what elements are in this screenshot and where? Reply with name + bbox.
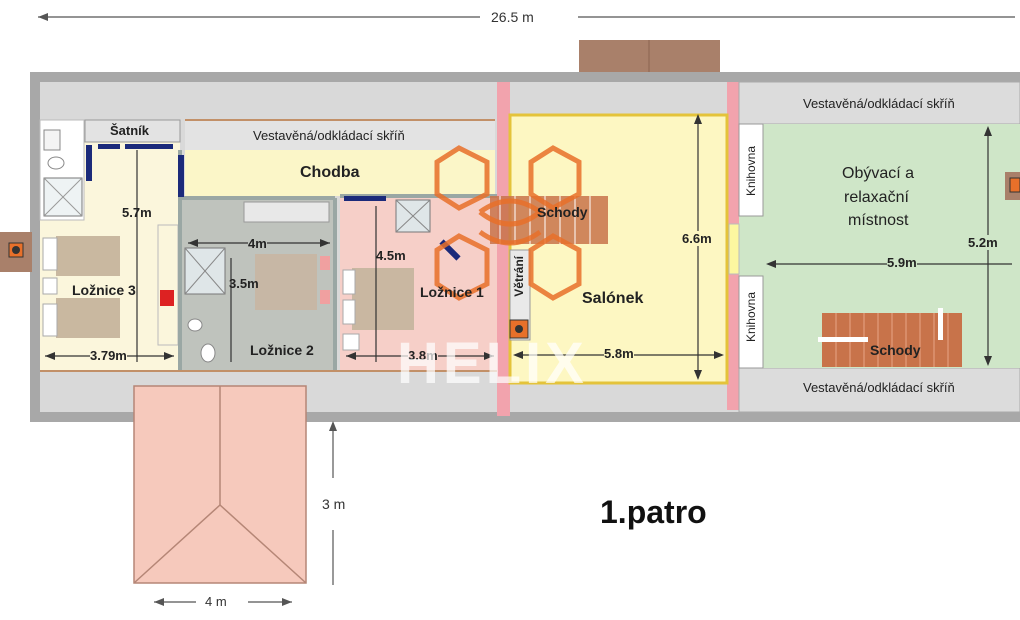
- room-label-salonek: Salónek: [582, 290, 644, 307]
- corridor-floor: [185, 150, 400, 196]
- room-label-schody-left: Schody: [537, 204, 588, 220]
- helix-logo-icon: [434, 145, 582, 301]
- dim-loznice3-depth: 5.7m: [122, 205, 152, 220]
- dim-salonek-width: 5.8m: [604, 346, 634, 361]
- room-label-loznice3: Ložnice 3: [72, 282, 136, 298]
- balcony-width-label: 4 m: [205, 594, 227, 609]
- room-label-satnik: Šatník: [110, 123, 150, 138]
- dim-obyvaci-width: 5.9m: [887, 255, 917, 270]
- overall-width-label: 26.5 m: [491, 9, 534, 25]
- dim-salonek-depth: 6.6m: [682, 231, 712, 246]
- dim-loznice1-depth: 4.5m: [376, 248, 406, 263]
- storage-label-right-top: Vestavěná/odkládací skříň: [803, 96, 955, 111]
- bookshelf-label-top: Knihovna: [744, 146, 758, 197]
- bookshelf-top: [738, 123, 764, 217]
- room-label-obyvaci-2: relaxační: [844, 189, 909, 206]
- bookshelf-label-bottom: Knihovna: [744, 292, 758, 343]
- dim-loznice3-width: 3.79m: [90, 348, 127, 363]
- dim-loznice1-width: 3.8m: [408, 348, 438, 363]
- room-label-loznice1: Ložnice 1: [420, 284, 484, 300]
- dim-obyvaci-depth: 5.2m: [968, 235, 998, 250]
- room-label-vetrani: Větrání: [512, 256, 526, 297]
- room-label-loznice2: Ložnice 2: [250, 342, 314, 358]
- room-label-chodba: Chodba: [300, 164, 360, 181]
- storage-label-left: Vestavěná/odkládací skříň: [253, 128, 405, 143]
- bookshelf-bottom: [738, 275, 764, 369]
- dim-loznice2-depth: 3.5m: [229, 276, 259, 291]
- balcony-depth-label: 3 m: [322, 496, 346, 512]
- room-label-schody-right: Schody: [870, 342, 921, 358]
- salonek-floor: [508, 113, 729, 385]
- dim-loznice2-width: 4m: [248, 236, 267, 251]
- room-label-obyvaci-1: Obývací a: [842, 165, 915, 182]
- helix-watermark: HELIX: [397, 331, 588, 396]
- floor-title: 1.patro: [600, 494, 707, 530]
- ventilation-shaft: [509, 249, 531, 341]
- pink-wall-1: [497, 82, 510, 416]
- storage-label-right-bottom: Vestavěná/odkládací skříň: [803, 380, 955, 395]
- room-label-obyvaci-3: místnost: [848, 212, 909, 229]
- overall-width-dimension-line: [38, 13, 1015, 21]
